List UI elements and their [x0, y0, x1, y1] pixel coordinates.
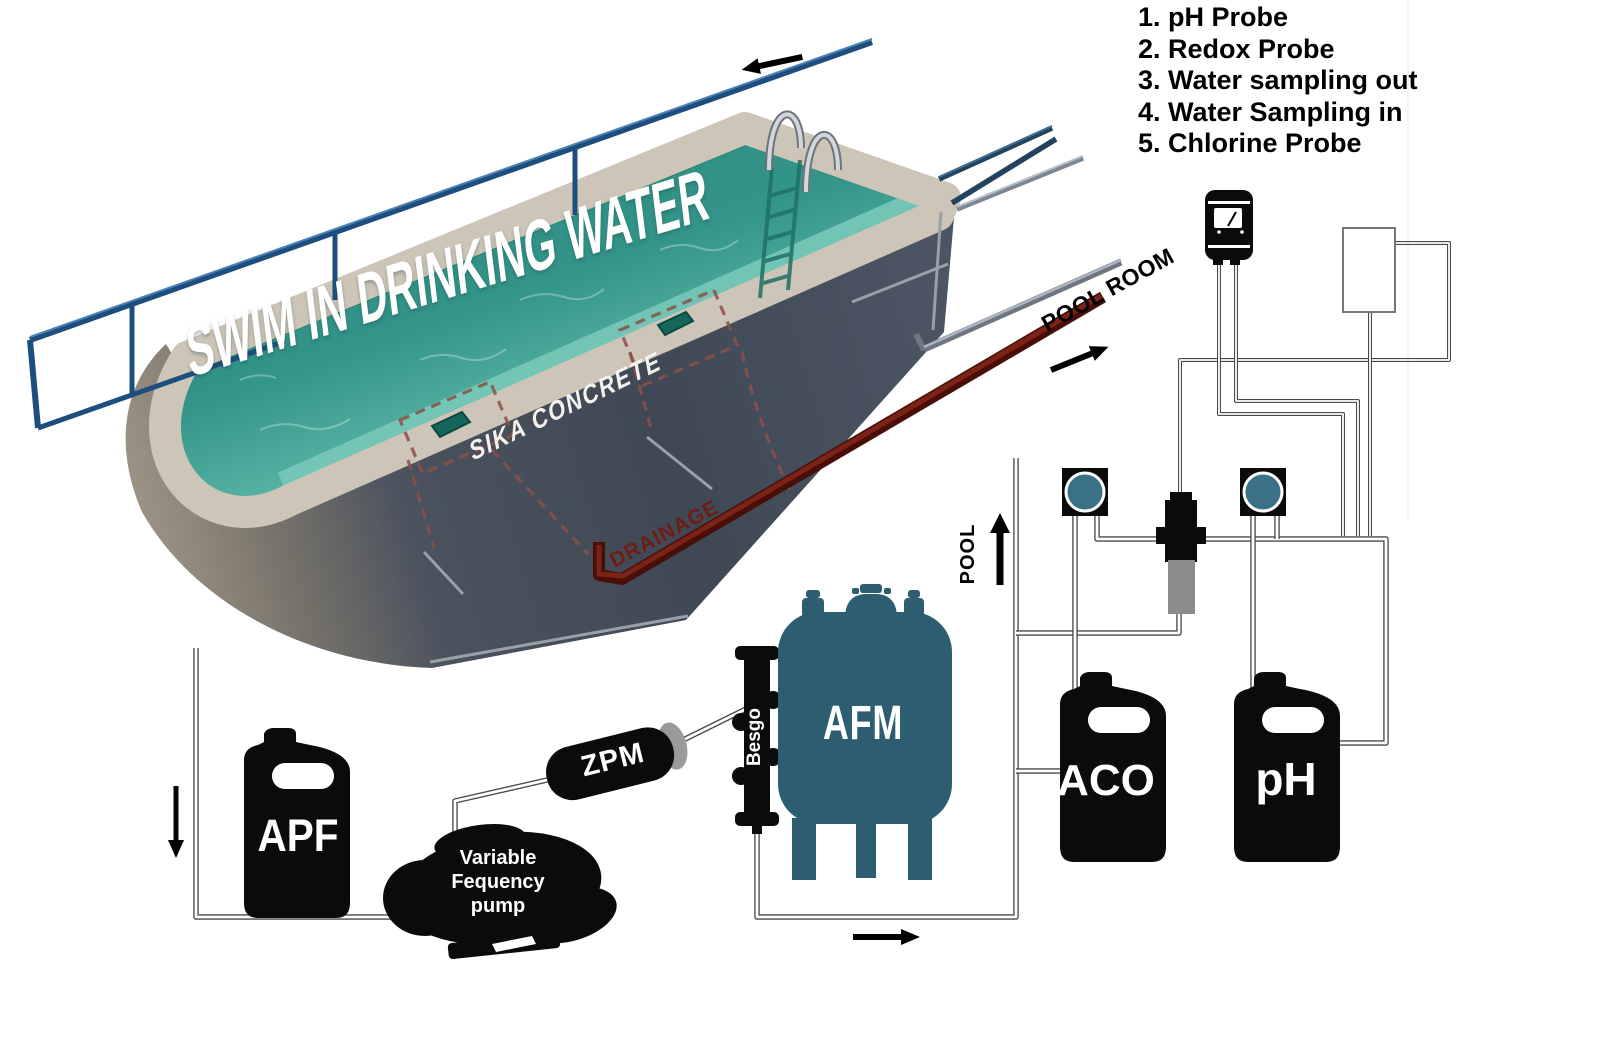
- ph-jug-label: pH: [1255, 753, 1317, 805]
- apf-jug: [244, 728, 350, 918]
- pool-3d: [125, 128, 955, 668]
- besgo-valve: [732, 646, 782, 834]
- legend-item: 4. Water Sampling in: [1138, 96, 1403, 127]
- legend-item: 2. Redox Probe: [1138, 33, 1335, 64]
- junction-box: [1342, 227, 1396, 313]
- pump-label: Variable Fequency pump: [430, 846, 566, 918]
- pool-side-pipes: [913, 125, 1123, 353]
- pool-ladder: [758, 110, 842, 299]
- afm-tank: [778, 584, 952, 880]
- legend-item: 1. pH Probe: [1138, 2, 1289, 32]
- blue-rail: [27, 38, 874, 431]
- pool-flow-arrow-up: [990, 513, 1010, 585]
- legend-item: 3. Water sampling out: [1138, 65, 1418, 95]
- dosing-pump-ph: [1240, 468, 1286, 516]
- afm-flow-arrow-right: [853, 929, 920, 945]
- pipe-branch-flowcell: [1016, 612, 1179, 633]
- pool-wall: [125, 206, 955, 668]
- wall-handrail: [422, 211, 949, 664]
- pool-drain-right: [656, 310, 695, 337]
- flow-arrow-left: [741, 54, 803, 74]
- flow-cell: [1156, 492, 1206, 614]
- probe-legend-list: 1. pH Probe 2. Redox Probe 3. Water samp…: [1138, 2, 1418, 160]
- dosing-pump-aco: [1062, 468, 1108, 516]
- pool-room-arrow: [1049, 346, 1109, 373]
- drain-callout-left: [397, 379, 590, 556]
- aco-jug: [1060, 672, 1166, 862]
- pool-drain-left: [430, 410, 472, 439]
- besgo-label: Besgo: [744, 707, 765, 767]
- ph-jug: [1234, 672, 1340, 862]
- drainage-pipe: [593, 291, 1107, 585]
- afm-tank-label: AFM: [822, 697, 904, 750]
- controller-unit: [1205, 190, 1253, 265]
- apf-jug-label: APF: [257, 810, 339, 861]
- pool-flow-label: POOL: [957, 523, 979, 585]
- pump-label-line3: pump: [470, 895, 526, 917]
- pump-label-line2: Fequency: [451, 871, 545, 893]
- pump-label-line1: Variable: [459, 847, 537, 869]
- apf-flow-arrow-down: [168, 786, 184, 858]
- variable-frequency-pump: [383, 823, 617, 959]
- legend-item: 5. Chlorine Probe: [1138, 128, 1362, 158]
- zpm-mixer: [546, 722, 688, 801]
- aco-jug-label: ACO: [1057, 756, 1155, 805]
- probe-legend: 1. pH Probe 2. Redox Probe 3. Water samp…: [1138, 2, 1418, 160]
